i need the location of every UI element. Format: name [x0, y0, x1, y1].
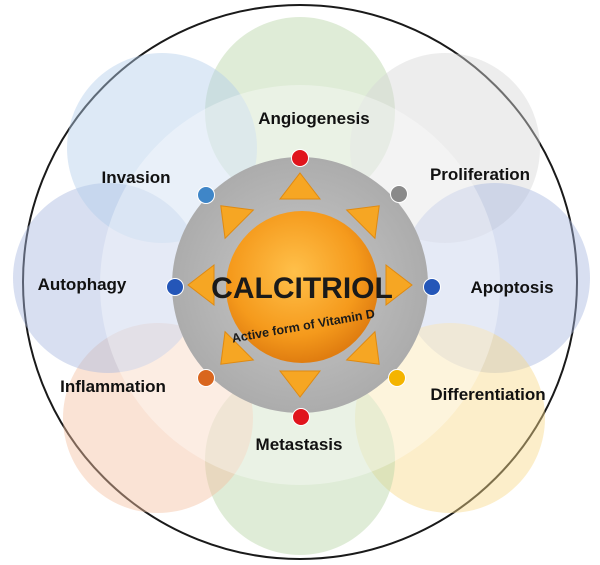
- petal-differentiation: [355, 323, 545, 513]
- arrow-right-icon: [385, 263, 413, 307]
- label-inflammation: Inflammation: [60, 377, 166, 396]
- arrow-up-right-icon: [345, 205, 380, 240]
- arrow-up-icon: [278, 172, 322, 200]
- dot-inflammation: [197, 369, 215, 387]
- arrow-down-left-icon: [220, 330, 255, 365]
- petal-autophagy: [13, 183, 203, 373]
- dot-autophagy: [166, 278, 184, 296]
- arrow-left-icon: [187, 263, 215, 307]
- dot-group: [166, 149, 441, 426]
- dot-apoptosis: [423, 278, 441, 296]
- arrow-down-icon: [278, 370, 322, 398]
- label-invasion: Invasion: [102, 168, 171, 187]
- label-metastasis: Metastasis: [256, 435, 343, 454]
- petal-group: [13, 17, 590, 555]
- dot-invasion: [197, 186, 215, 204]
- dot-angiogenesis: [291, 149, 309, 167]
- arrow-down-right-icon: [345, 330, 380, 365]
- arrow-up-left-icon: [220, 205, 255, 240]
- arrow-group: [187, 172, 413, 398]
- calcitriol-sun: [226, 211, 378, 363]
- label-apoptosis: Apoptosis: [470, 278, 553, 297]
- petal-metastasis: [205, 365, 395, 555]
- dot-metastasis: [292, 408, 310, 426]
- center-title: CALCITRIOL: [211, 272, 393, 305]
- petal-angiogenesis: [205, 17, 395, 207]
- dot-proliferation: [390, 185, 408, 203]
- label-autophagy: Autophagy: [38, 275, 127, 294]
- label-proliferation: Proliferation: [430, 165, 530, 184]
- dot-differentiation: [388, 369, 406, 387]
- label-differentiation: Differentiation: [430, 385, 545, 404]
- label-angiogenesis: Angiogenesis: [258, 109, 369, 128]
- petal-apoptosis: [400, 183, 590, 373]
